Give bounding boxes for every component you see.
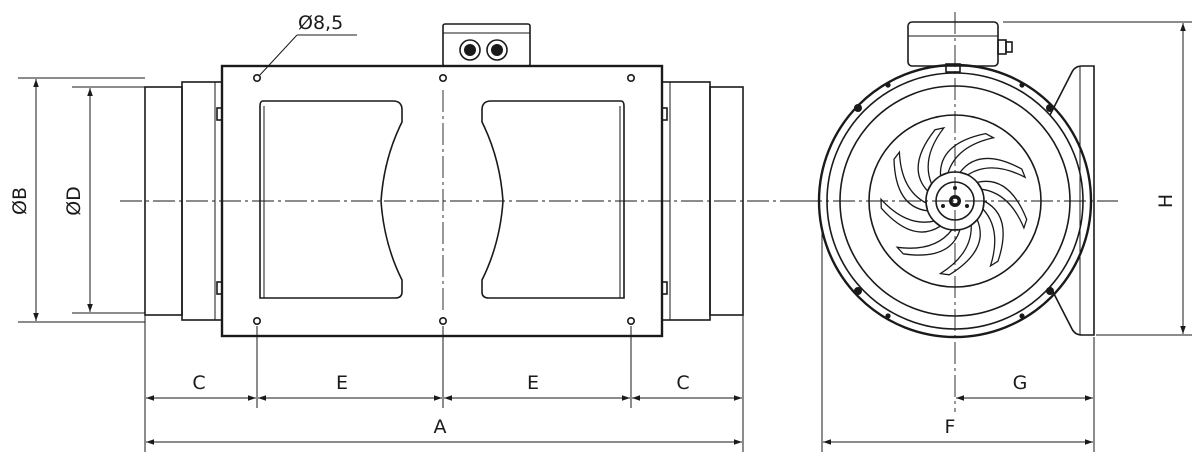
mounting-hole (438, 74, 447, 83)
dim-C-right-label: C (676, 372, 689, 394)
hole-diameter-label: Ø8,5 (298, 12, 343, 34)
impeller-blade (982, 200, 1004, 268)
dim-H-label: H (1155, 194, 1177, 208)
left-window (259, 100, 403, 299)
side-view: Ø8,5 ØB ØD C E E C A (9, 12, 800, 452)
impeller-blade (893, 150, 929, 212)
mounting-bracket (1049, 65, 1095, 336)
impeller-blade (917, 126, 946, 193)
impeller-blade (880, 197, 942, 233)
dim-E-left-label: E (336, 372, 348, 394)
impeller (880, 126, 1028, 276)
right-window (481, 100, 625, 299)
dim-E-right-label: E (527, 372, 539, 394)
dim-F-label: F (945, 416, 956, 438)
dim-A-label: A (434, 416, 447, 438)
impeller-blade (895, 228, 961, 256)
mounting-hole (626, 74, 635, 83)
impeller-blade (938, 218, 981, 276)
terminal-box (442, 23, 531, 67)
impeller-blade (939, 132, 996, 177)
dim-B-label: ØB (9, 187, 31, 215)
mounting-hole (626, 316, 635, 325)
dim-C-left-label: C (192, 372, 205, 394)
impeller-blade (976, 180, 1028, 230)
housing-bolts (854, 82, 1054, 319)
mounting-hole (253, 316, 262, 325)
mounting-hole (438, 316, 447, 325)
hole-leader (258, 34, 298, 77)
dim-G-label: G (1013, 372, 1028, 394)
dim-D-label: ØD (63, 186, 85, 216)
mounting-hole (253, 74, 262, 83)
impeller-blade (958, 157, 1027, 179)
front-view: G F H (800, 12, 1192, 452)
